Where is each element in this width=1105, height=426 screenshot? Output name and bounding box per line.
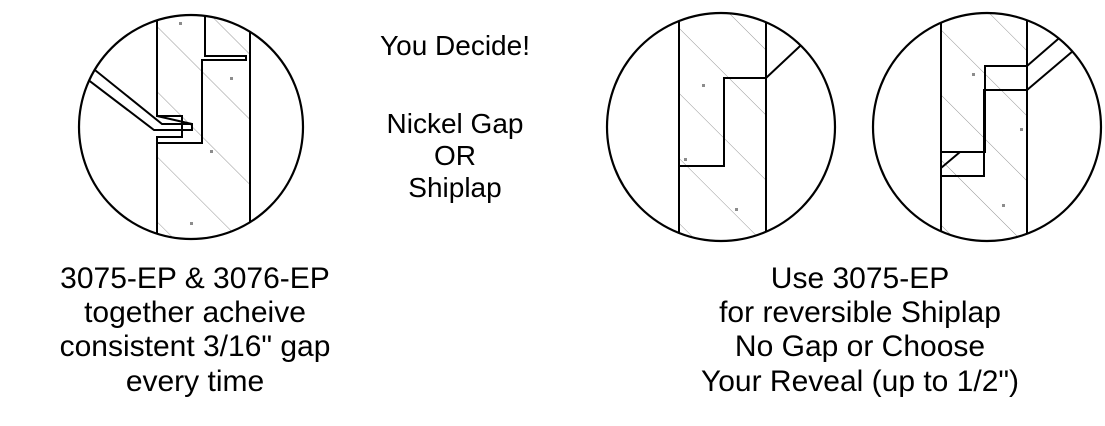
shiplap-reveal-detail: [871, 11, 1103, 243]
center-line-1: You Decide!: [380, 30, 530, 61]
center-heading: You Decide!: [355, 30, 555, 62]
center-options: Nickel Gap OR Shiplap: [355, 108, 555, 204]
left-caption-line-3: consistent 3/16" gap: [59, 330, 331, 364]
right-caption: Use 3075-EP for reversible Shiplap No Ga…: [655, 262, 1065, 399]
left-caption-line-4: every time: [125, 364, 265, 398]
right-caption-line-3: No Gap or Choose: [734, 330, 986, 364]
left-caption-line-1: 3075-EP & 3076-EP: [60, 262, 330, 295]
right-caption-line-2: for reversible Shiplap: [719, 296, 1001, 330]
center-line-4: Shiplap: [408, 171, 502, 203]
left-caption: 3075-EP & 3076-EP together acheive consi…: [20, 262, 370, 399]
nickel-gap-detail: [77, 13, 305, 241]
shiplap-single-detail: [605, 11, 837, 243]
center-line-2: Nickel Gap: [386, 108, 524, 139]
right-caption-line-4: Your Reveal (up to 1/2"): [700, 364, 1020, 398]
left-caption-line-2: together acheive: [84, 296, 306, 330]
right-caption-line-1: Use 3075-EP: [770, 262, 950, 295]
center-line-3: OR: [434, 139, 476, 171]
